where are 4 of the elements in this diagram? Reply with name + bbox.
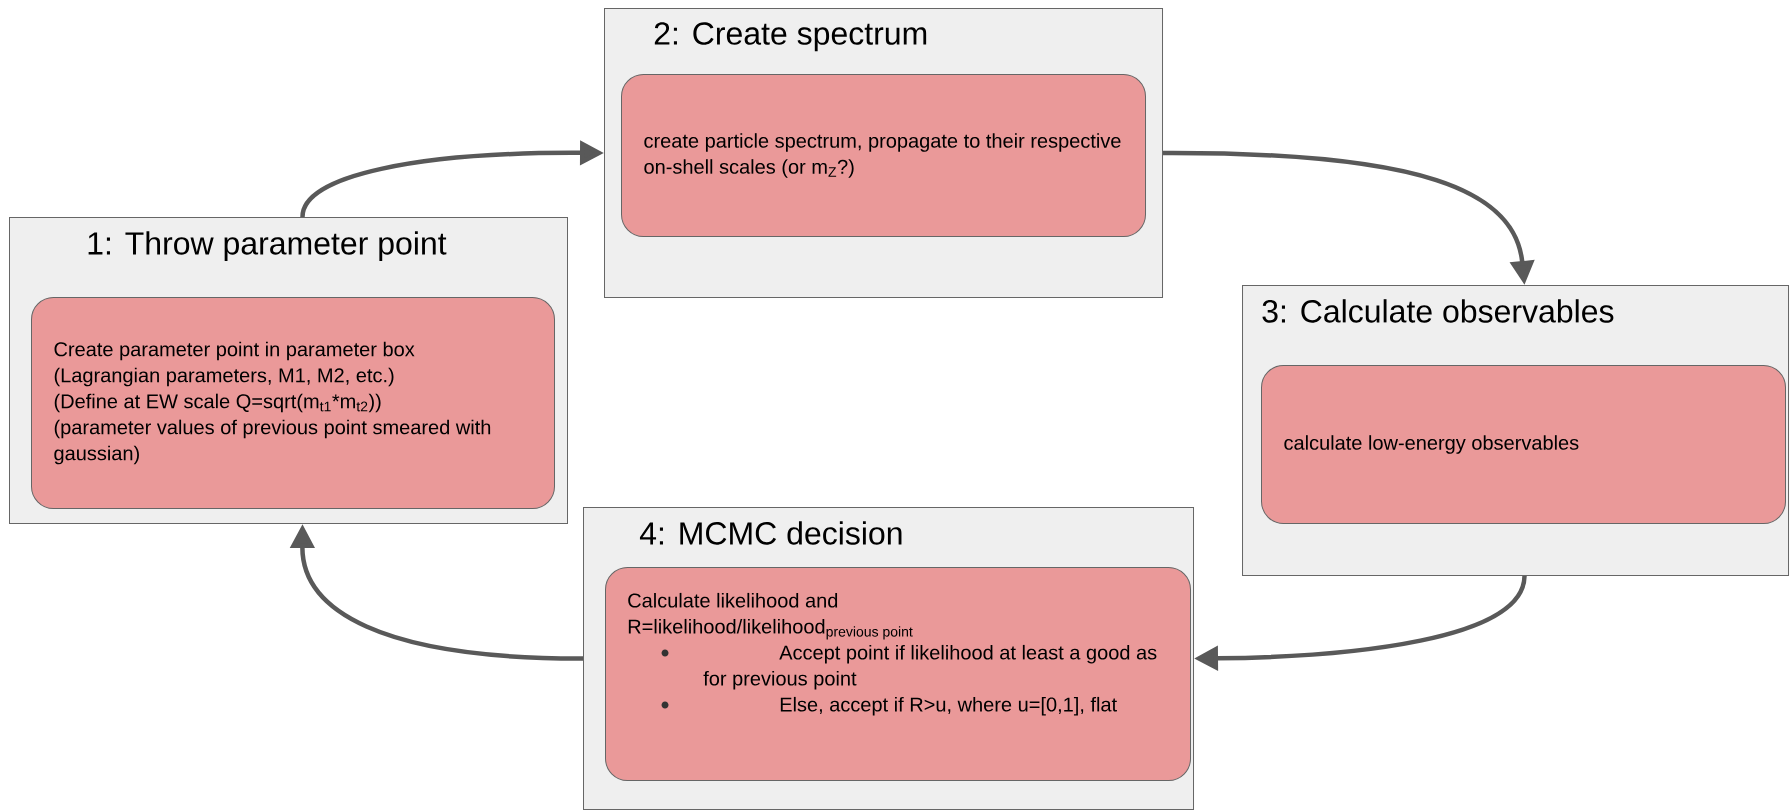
step-box: calculate low-energy observables	[1261, 365, 1786, 524]
step-box: create particle spectrum, propagate to their respective on-shell scales (or m$_{Z}$?)	[621, 74, 1146, 237]
step-box: Create parameter point in parameter box (Lagrangian parameters, M1, M2, etc.) (Define at EW scale Q=sqrt(m$_{t1}$*m$_{t2}$)) (parameter values of previous point smeared with gaussian)	[31, 297, 555, 509]
step-box: Calculate likelihood and $\text{R=likelihood/likelihood}_{\text{previous point}}$ Accept point if likelihood at least a good as for previous point Else, accept if R>u, where u=[0,1], flat	[605, 567, 1191, 781]
